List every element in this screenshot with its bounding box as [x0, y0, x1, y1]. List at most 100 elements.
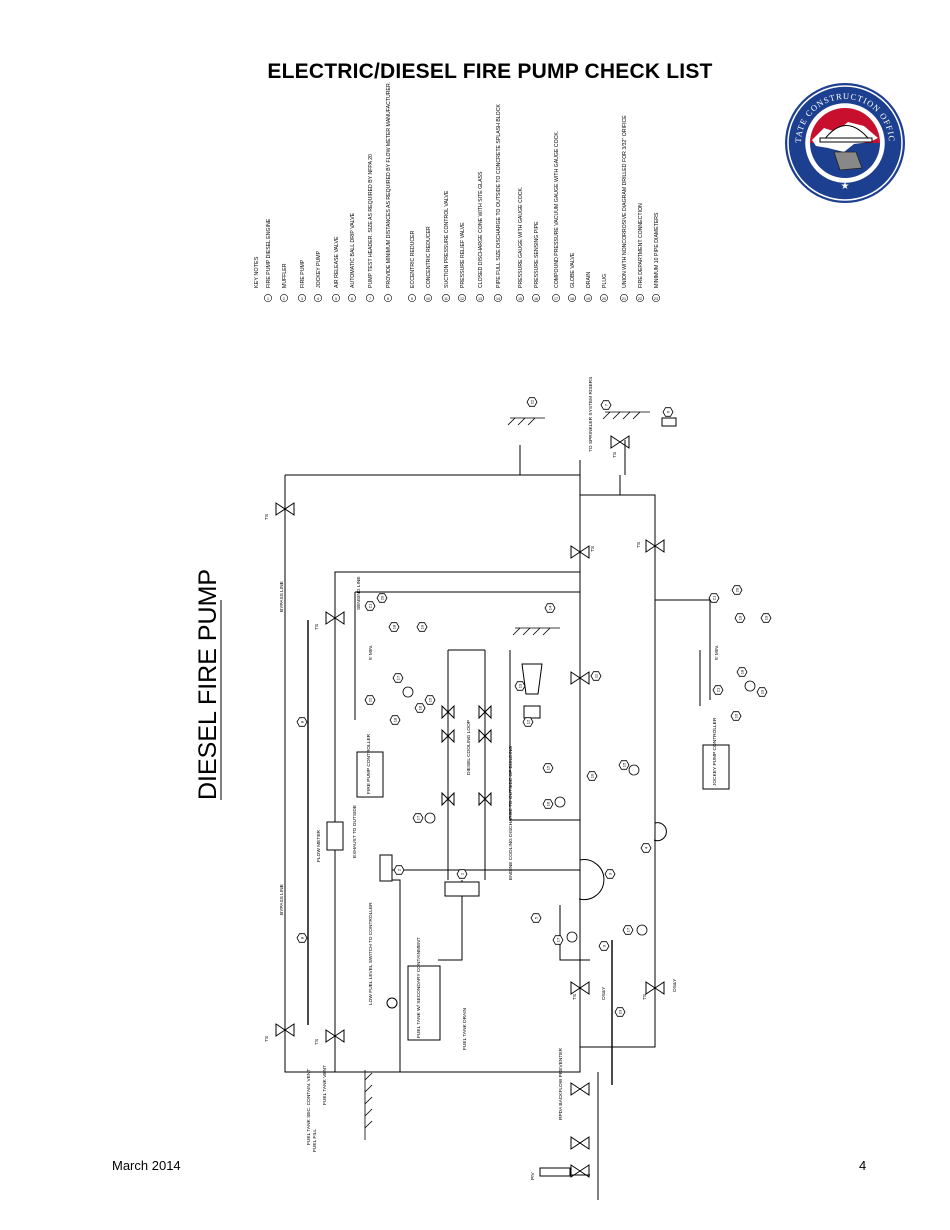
- ts-label: TS: [314, 624, 320, 630]
- five-min-label: 5' MIN.: [368, 645, 374, 660]
- key-note-callout: [414, 703, 426, 713]
- callout-number: 23: [618, 1009, 623, 1014]
- callout-number: 18: [392, 624, 397, 629]
- key-note-callout: [526, 397, 538, 407]
- callout-number: 16: [418, 705, 423, 710]
- five-min-label: 5' MIN.: [714, 645, 720, 660]
- key-note-callout: [712, 685, 724, 695]
- callout-number: 4: [644, 846, 649, 849]
- key-note-callout: [522, 717, 534, 727]
- fuel-fill-label: FUEL FILL: [312, 1129, 318, 1152]
- callout-number: 20: [380, 595, 385, 600]
- callout-number: 17: [396, 675, 401, 680]
- ts-label: TS: [314, 1039, 320, 1045]
- callout-number: 20: [735, 587, 740, 592]
- osy-label: OS&Y: [601, 986, 607, 1000]
- callout-number: 16: [734, 713, 739, 718]
- key-note-callout: [542, 799, 554, 809]
- callout-number: 11: [594, 673, 599, 678]
- discharge-cone: [521, 663, 543, 695]
- key-note-callout: [618, 760, 630, 770]
- fire-pump-controller-label: FIRE PUMP CONTROLLER: [366, 733, 372, 794]
- key-note-callout: [388, 622, 400, 632]
- key-note-callout: [389, 715, 401, 725]
- callout-number: 17: [556, 937, 561, 942]
- engine-cooling-discharge-label: ENGINE COOLING DISCHARGE TO OUTSIDE OF B…: [508, 746, 514, 880]
- callout-number: 17: [626, 927, 631, 932]
- key-note-callout: [456, 869, 468, 879]
- callout-number: 15: [622, 762, 627, 767]
- callout-number: 21: [368, 603, 373, 608]
- ts-label: TS: [572, 994, 578, 1000]
- ts-label: TS: [642, 994, 648, 1000]
- key-note-callout: [734, 613, 746, 623]
- key-note-callout: [622, 925, 634, 935]
- key-note-callout: [604, 869, 616, 879]
- callout-number: 13: [518, 683, 523, 688]
- key-note-callout: [552, 935, 564, 945]
- ts-label: TS: [636, 542, 642, 548]
- low-fuel-float: [386, 997, 398, 1009]
- muffler-box: [379, 854, 393, 882]
- key-note-callout: [614, 1007, 626, 1017]
- svg-text:★: ★: [841, 181, 850, 192]
- callout-number: 22: [368, 697, 373, 702]
- callout-number: 19: [760, 689, 765, 694]
- ts-label: TS: [590, 546, 596, 552]
- test-header-box: [661, 417, 677, 427]
- key-note-callout: [731, 585, 743, 595]
- callout-number: 8: [300, 936, 305, 939]
- key-note-callout: [640, 843, 652, 853]
- flow-meter-label: FLOW METER: [316, 829, 322, 862]
- state-construction-office-seal: STATE CONSTRUCTION OFFICE ★: [784, 82, 905, 203]
- key-note-callout: [600, 400, 612, 410]
- fuel-tank-vent-label: FUEL TANK VENT: [322, 1065, 328, 1105]
- callout-number: 8: [300, 720, 305, 723]
- key-note-callout: [416, 622, 428, 632]
- piv-label: PIV: [530, 1171, 536, 1180]
- key-note-callout: [708, 593, 720, 603]
- diagram-title: DIESEL FIRE PUMP: [194, 569, 222, 800]
- bypass-line-label: BYPASS LINE: [279, 884, 285, 915]
- jockey-pump-controller-box: [702, 744, 730, 790]
- fire-pump-controller-box: [356, 751, 384, 798]
- rpda-backflow-label: RPDA BACKFLOW PREVENTER: [558, 1047, 564, 1120]
- key-note-callout: [424, 695, 436, 705]
- key-note-callout: [376, 593, 388, 603]
- callout-number: 22: [530, 399, 535, 404]
- key-note-callout: [364, 601, 376, 611]
- bypass-line-label: BYPASS LINE: [279, 581, 285, 612]
- footer-date: March 2014: [112, 1158, 181, 1173]
- key-note-callout: [598, 941, 610, 951]
- callout-number: 7: [604, 403, 609, 406]
- key-note-callout: [364, 695, 376, 705]
- callout-number: 5: [534, 916, 539, 919]
- callout-number: 15: [428, 697, 433, 702]
- key-note-callout: [412, 813, 424, 823]
- key-note-callout: [756, 687, 768, 697]
- key-note-callout: [296, 933, 308, 943]
- relief-valve-box: [523, 705, 541, 719]
- key-note-callout: [296, 717, 308, 727]
- piv-box: [539, 1167, 571, 1177]
- key-note-callout: [392, 673, 404, 683]
- engine-box: [444, 881, 480, 897]
- callout-number: 18: [393, 717, 398, 722]
- callout-number: 19: [420, 624, 425, 629]
- key-note-callout: [586, 771, 598, 781]
- key-note-callout: [393, 865, 405, 875]
- ts-label: TS: [264, 1036, 270, 1042]
- key-note-callout: [736, 667, 748, 677]
- callout-number: 2: [397, 868, 402, 871]
- callout-number: 10: [590, 773, 595, 778]
- callout-number: 6: [666, 410, 671, 413]
- key-note-callout: [542, 763, 554, 773]
- fuel-tank-box: [407, 965, 441, 1041]
- key-note-callout: [530, 913, 542, 923]
- callout-number: 9: [602, 944, 607, 947]
- low-fuel-level-label: LOW FUEL LEVEL SWITCH TO CONTROLLER: [368, 902, 374, 1005]
- key-note-callout: [662, 407, 674, 417]
- key-note-callout: [760, 613, 772, 623]
- key-note-callout: [544, 603, 556, 613]
- flow-meter-box: [326, 821, 344, 851]
